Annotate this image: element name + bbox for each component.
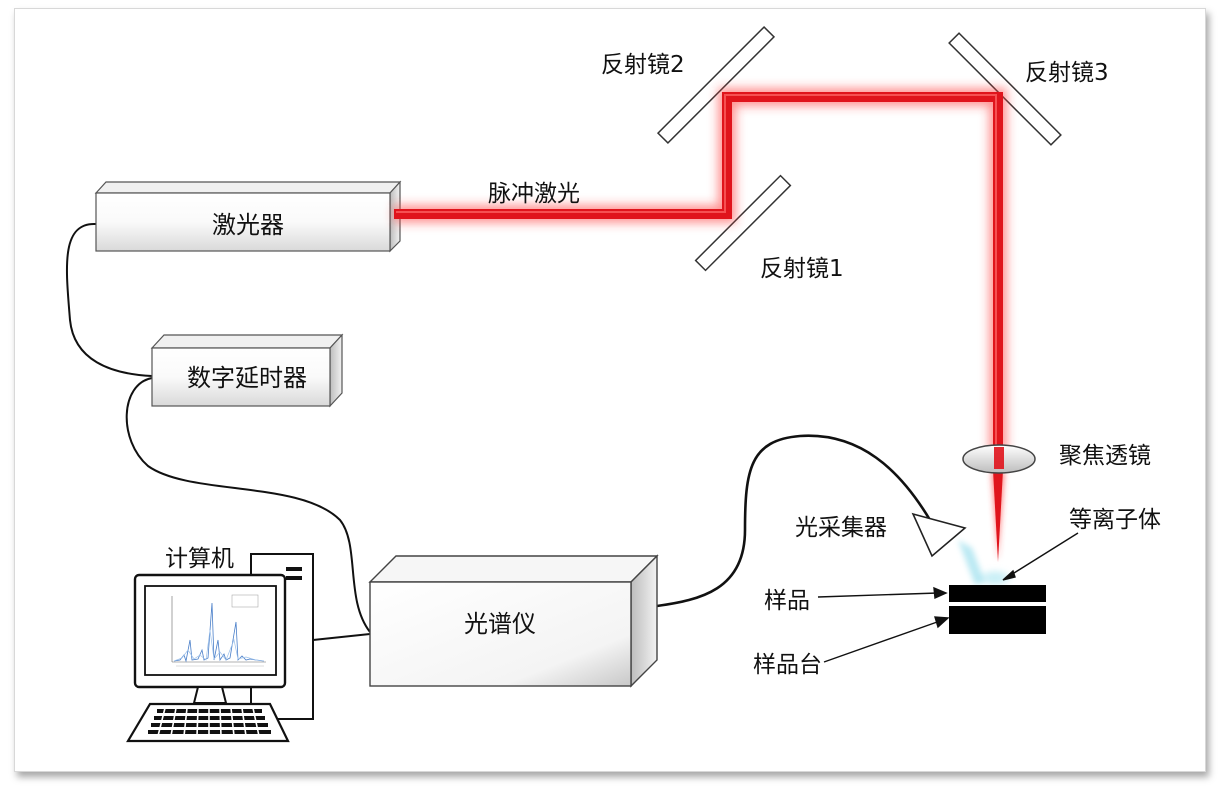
laser-box: 激光器 [94,180,402,253]
computer: 计算机 [126,546,314,743]
pulsed-laser-label: 脉冲激光 [488,181,580,207]
mirror-2 [656,25,776,145]
cable-delay-spectrometer [125,377,371,633]
annotation-arrows [817,532,1079,663]
screen-spectrum-icon [171,594,266,667]
sample-label: 样品 [764,588,810,614]
light-collector [911,512,985,585]
mirror-2-label: 反射镜2 [601,52,685,78]
cable-spectrometer-collector [656,434,932,608]
cable-laser-delay [65,222,153,377]
sample [949,585,1046,602]
focused-beam [993,470,1003,562]
spectrometer-label: 光谱仪 [464,610,536,638]
light-collector-label: 光采集器 [795,515,887,541]
laser-beam [394,88,1007,562]
mirror-1-label: 反射镜1 [760,256,844,282]
sample-stage-label: 样品台 [753,652,822,678]
plasma-label: 等离子体 [1069,507,1161,533]
mirror-3-label: 反射镜3 [1025,60,1109,86]
focusing-lens [962,444,1036,474]
computer-label: 计算机 [165,546,234,572]
focusing-lens-label: 聚焦透镜 [1059,443,1151,469]
spectrometer-box: 光谱仪 [368,554,659,688]
laser-label: 激光器 [212,211,284,239]
delay-generator-label: 数字延时器 [187,364,307,392]
cable-computer-spectrometer [312,633,371,641]
sample-stage [949,606,1046,634]
mirror-1 [694,174,792,272]
cables [65,222,932,641]
delay-generator-box: 数字延时器 [150,333,344,408]
plasma [977,569,1013,587]
